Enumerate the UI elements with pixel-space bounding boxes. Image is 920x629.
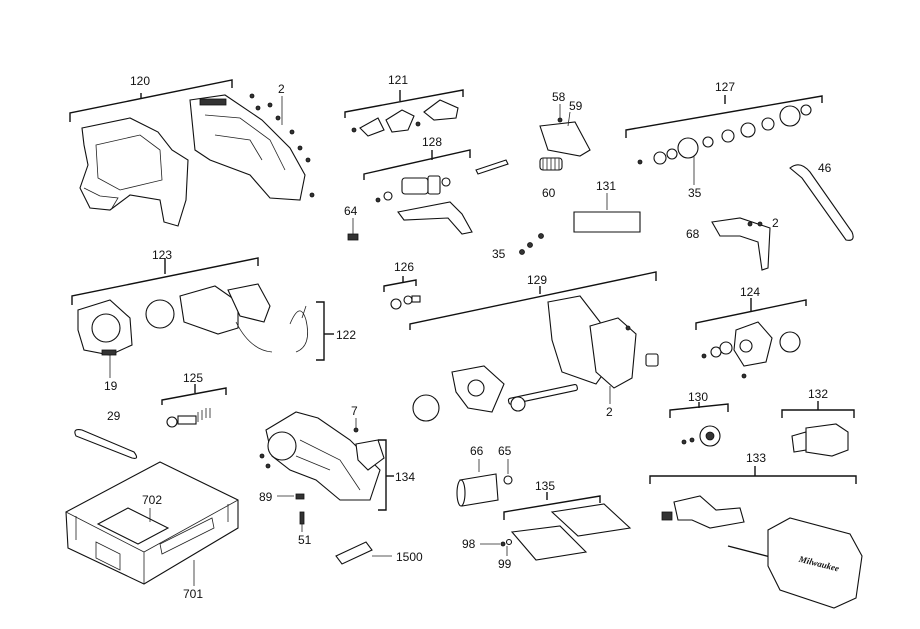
label-46: 46 bbox=[818, 161, 832, 175]
label-701: 701 bbox=[183, 587, 203, 601]
part-134-guard bbox=[259, 411, 385, 501]
screws-2-set bbox=[249, 93, 315, 198]
part-128-assembly bbox=[363, 149, 509, 235]
label-58: 58 bbox=[552, 90, 566, 104]
part-123-motor bbox=[71, 257, 273, 356]
part-701-carry-case bbox=[65, 461, 239, 585]
label-65: 65 bbox=[498, 444, 512, 458]
label-121: 121 bbox=[388, 73, 408, 87]
part-132-cap bbox=[805, 423, 849, 457]
label-135: 135 bbox=[535, 479, 555, 493]
part-133-dust-bag: Milwaukee bbox=[767, 517, 863, 609]
part-1500-grease-tube bbox=[335, 541, 373, 565]
label-120: 120 bbox=[130, 74, 150, 88]
label-35-b: 35 bbox=[492, 247, 506, 261]
label-132: 132 bbox=[808, 387, 828, 401]
part-65-ring bbox=[503, 475, 513, 485]
label-89: 89 bbox=[259, 490, 273, 504]
label-68: 68 bbox=[686, 227, 700, 241]
label-124: 124 bbox=[740, 285, 760, 299]
label-134: 134 bbox=[395, 470, 415, 484]
label-19: 19 bbox=[104, 379, 118, 393]
label-123: 123 bbox=[152, 248, 172, 262]
label-122: 122 bbox=[336, 328, 356, 342]
part-135-sheet-b bbox=[550, 503, 632, 537]
label-1500: 1500 bbox=[396, 550, 423, 564]
label-60: 60 bbox=[542, 186, 556, 200]
part-46-belt bbox=[789, 164, 854, 241]
label-2-c: 2 bbox=[606, 405, 613, 419]
label-29: 29 bbox=[107, 409, 121, 423]
part-58-59-switch bbox=[539, 104, 591, 171]
part-66-sleeve bbox=[459, 473, 499, 507]
label-130: 130 bbox=[688, 390, 708, 404]
part-135-sheet-a bbox=[510, 525, 588, 561]
part-64-pin bbox=[347, 233, 359, 241]
part-125-knob bbox=[166, 416, 178, 428]
label-2: 2 bbox=[278, 82, 285, 96]
part-131-label-plate bbox=[573, 211, 641, 233]
label-64: 64 bbox=[344, 204, 358, 218]
label-126: 126 bbox=[394, 260, 414, 274]
label-59: 59 bbox=[569, 99, 583, 113]
part-133-dust-port bbox=[661, 495, 745, 529]
part-124-gearbox bbox=[695, 298, 807, 379]
label-51: 51 bbox=[298, 533, 312, 547]
label-131: 131 bbox=[596, 179, 616, 193]
label-66: 66 bbox=[470, 444, 484, 458]
label-35: 35 bbox=[688, 186, 702, 200]
label-129: 129 bbox=[527, 273, 547, 287]
part-129-blade-arm bbox=[409, 271, 659, 422]
label-125: 125 bbox=[183, 371, 203, 385]
label-2-b: 2 bbox=[772, 216, 779, 230]
part-120-housing bbox=[69, 79, 315, 227]
label-133: 133 bbox=[746, 451, 766, 465]
part-121-gear-housing bbox=[344, 89, 464, 137]
label-127: 127 bbox=[715, 80, 735, 94]
part-68-bracket bbox=[711, 217, 771, 271]
label-98: 98 bbox=[462, 537, 476, 551]
label-128: 128 bbox=[422, 135, 442, 149]
label-702: 702 bbox=[142, 493, 162, 507]
label-7: 7 bbox=[351, 404, 358, 418]
part-126-washer bbox=[390, 298, 402, 310]
label-99: 99 bbox=[498, 557, 512, 571]
part-127-gear-train bbox=[625, 95, 823, 165]
part-29-belt bbox=[74, 429, 138, 459]
